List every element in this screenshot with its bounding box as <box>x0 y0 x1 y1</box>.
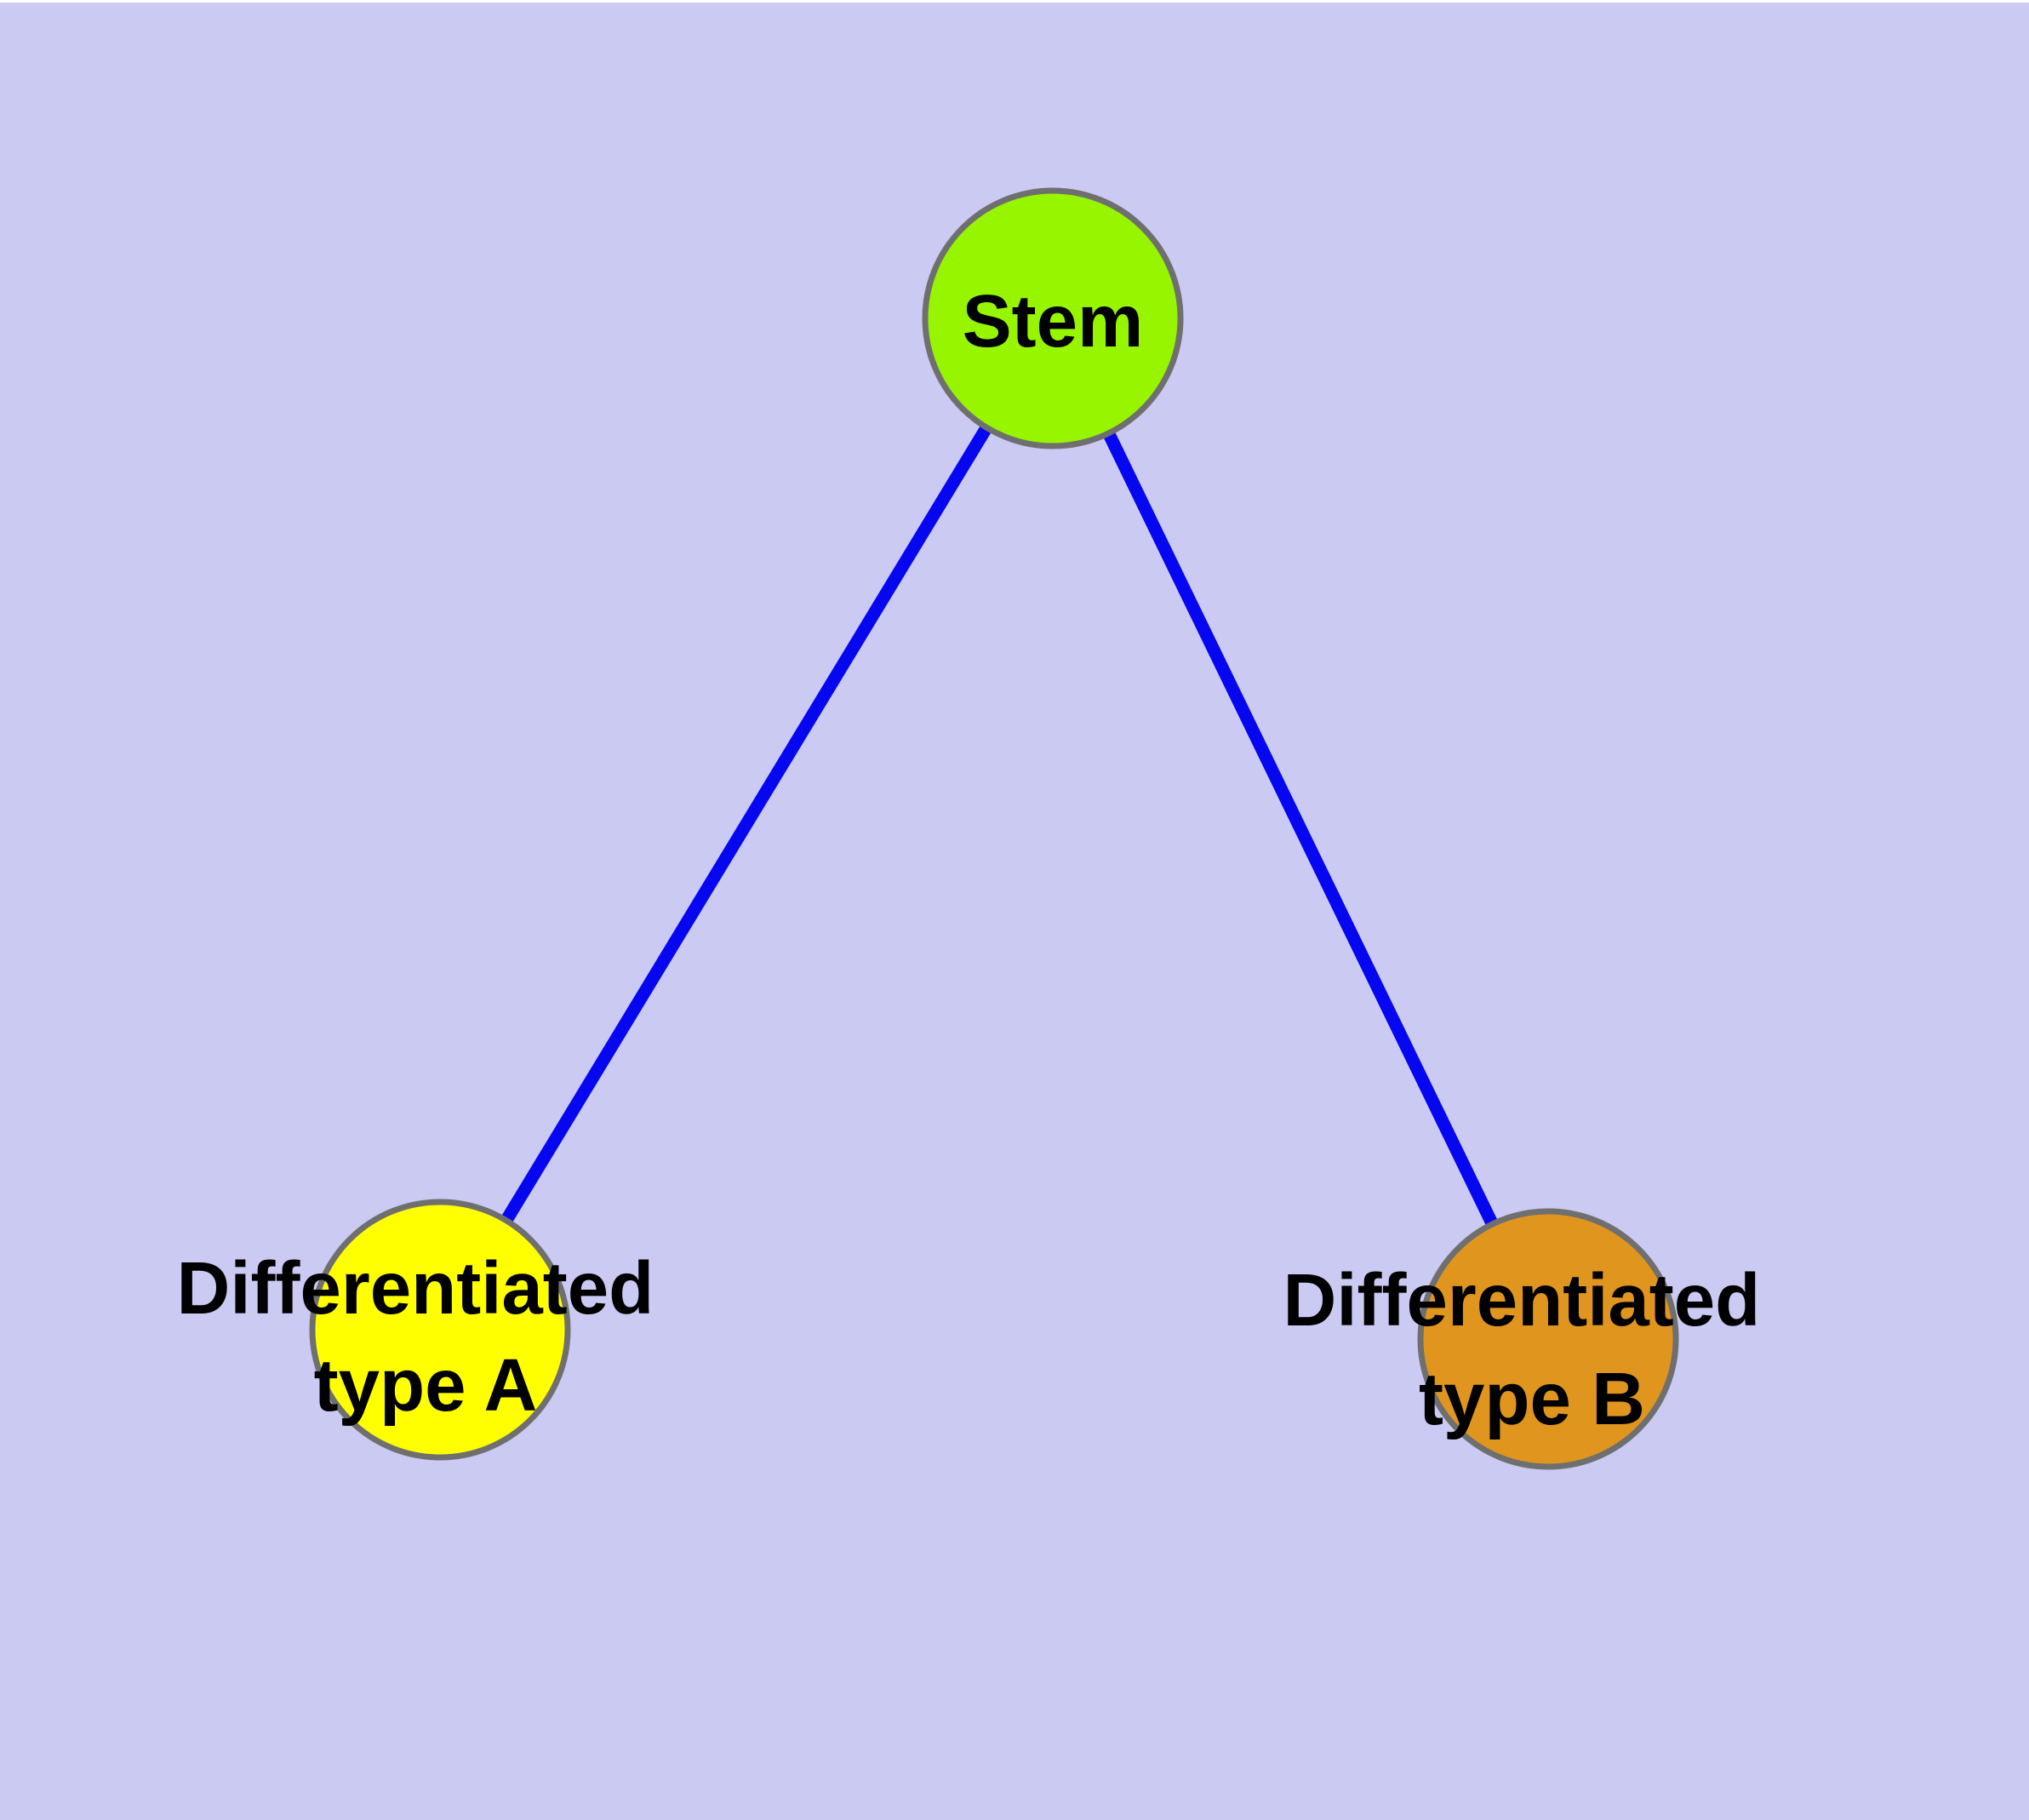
label-line-1: Differentiated <box>1283 1259 1761 1342</box>
node-layer <box>309 187 1679 1470</box>
node-label-stem: Stem <box>963 280 1144 363</box>
edge-stem-to-type-b <box>1047 315 1554 1342</box>
node-label-type-a: Differentiated type A <box>177 1247 675 1427</box>
label-line-2: type A <box>314 1344 538 1427</box>
node-label-type-b: Differentiated type B <box>1283 1259 1781 1440</box>
label-line-1: Differentiated <box>177 1247 654 1330</box>
node-stem <box>922 187 1184 449</box>
label-line-2: type B <box>1419 1358 1645 1440</box>
label-layer: Stem Differentiated type A Differentiate… <box>177 280 1781 1440</box>
node-type-b <box>1417 1208 1679 1470</box>
edge-layer <box>434 315 1554 1342</box>
edge-stem-to-type-a <box>434 315 1059 1333</box>
node-type-a <box>309 1199 571 1461</box>
